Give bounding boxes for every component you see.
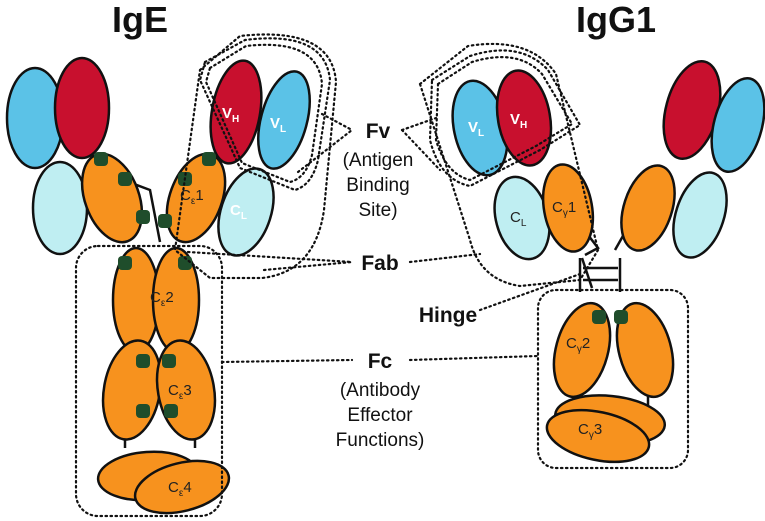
igg1-fc-outline (536, 288, 690, 470)
title-ige: IgE (112, 0, 168, 40)
igg1-cg2-left (552, 301, 612, 399)
igg1-vh-label: VH (510, 111, 527, 131)
ige-molecule: VH VL CL Cε1 Cε2 Cε3 Cε4 (5, 56, 311, 515)
igg1-fab-outline (418, 42, 600, 288)
ige-ce2-label: Cε2 (150, 289, 174, 309)
ige-ce4-front (133, 459, 231, 515)
igg1-left-cg1 (541, 163, 595, 253)
igg1-cg3-front (545, 408, 651, 464)
ige-right-vl (257, 70, 311, 170)
fv-sub-line-1: (Antigen (343, 150, 414, 171)
igg1-cg3-label: Cγ3 (578, 421, 602, 441)
ige-fv-outline (198, 37, 332, 192)
igg1-right-cl (672, 171, 728, 259)
igg1-right-vl (710, 76, 765, 174)
fc-sub-line-2: Effector (347, 405, 413, 426)
ige-vl-label: VL (270, 115, 286, 135)
fc-label: Fc (368, 350, 393, 373)
igg1-disulfide-bonds (592, 310, 628, 324)
ige-fab-outline (173, 33, 338, 280)
igg1-cl-label: CL (510, 209, 527, 229)
fv-label: Fv (366, 120, 391, 143)
igg1-fv-outline (428, 49, 582, 188)
ige-cl-label: CL (230, 202, 247, 222)
center-labels: Fv (Antigen Binding Site) Fab Hinge Fc (… (336, 120, 478, 451)
ige-left-cl (31, 160, 89, 256)
ige-left-vh (53, 56, 111, 160)
igg1-cg2-label: Cγ2 (566, 335, 590, 355)
fc-sub-line-1: (Antibody (340, 380, 421, 401)
ige-ce4-label: Cε4 (168, 479, 192, 499)
ige-right-vh (209, 59, 263, 165)
fab-label: Fab (361, 252, 398, 275)
igg1-right-cg1 (620, 164, 676, 252)
igg1-cg2-right (615, 301, 675, 399)
fv-sub-line-3: Site) (358, 200, 397, 221)
igg1-molecule: VL VH CL Cγ1 Cγ2 Cγ3 (451, 59, 765, 464)
igg1-left-vh (495, 69, 553, 167)
igg1-vl-label: VL (468, 119, 484, 139)
ige-fv-outline-inner (204, 43, 324, 184)
fc-sub-line-3: Functions) (336, 430, 425, 451)
ige-disulfide-bonds (94, 152, 216, 418)
title-igg1: IgG1 (576, 0, 656, 40)
region-outlines (74, 33, 690, 518)
igg1-cg1-label: Cγ1 (552, 199, 576, 219)
ige-ce1-label: Cε1 (180, 187, 204, 207)
ige-fc-outline (74, 244, 224, 518)
fv-sub-line-2: Binding (346, 175, 409, 196)
ige-ce3-label: Cε3 (168, 382, 192, 402)
ige-vh-label: VH (222, 105, 239, 125)
hinge-label: Hinge (419, 304, 477, 327)
